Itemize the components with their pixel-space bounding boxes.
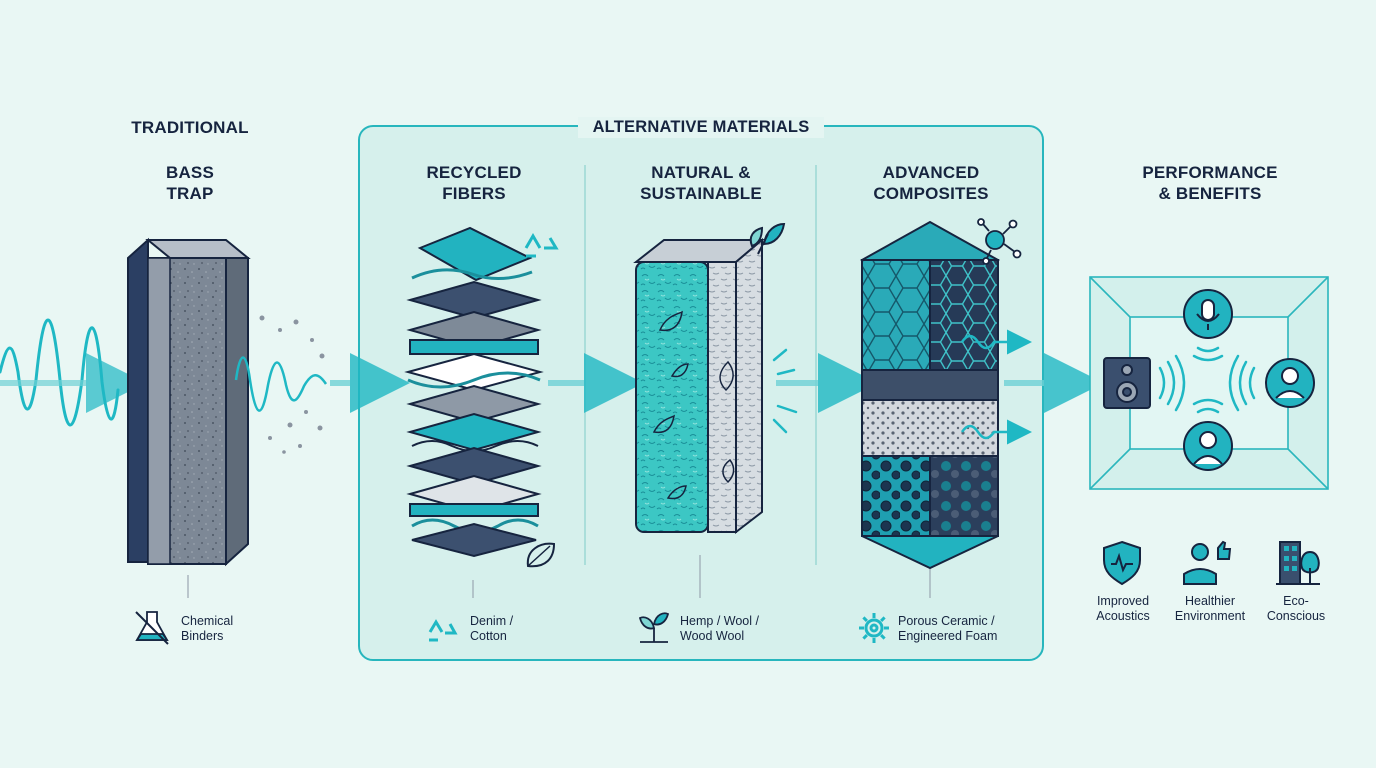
speaker-icon (1103, 357, 1151, 409)
recycled-fibers-stack (404, 226, 544, 558)
natural-sustainable-title: NATURAL & SUSTAINABLE (640, 163, 762, 203)
composites-caption: Porous Ceramic / Engineered Foam (898, 614, 998, 643)
recycled-caption: Denim / Cotton (470, 614, 514, 643)
bass-trap-block (127, 237, 251, 567)
benefit-acoustics: Improved Acoustics (1096, 594, 1150, 623)
sprout-icon (638, 612, 670, 643)
building-tree-icon (1276, 541, 1320, 585)
benefit-eco: Eco- Conscious (1266, 594, 1326, 623)
flask-icon (135, 611, 169, 645)
reflected-wave (234, 356, 328, 412)
sprout-icon (749, 222, 786, 255)
sound-waves (1158, 346, 1256, 414)
molecule-icon (977, 218, 1022, 265)
natural-caption: Hemp / Wool / Wood Wool (680, 614, 759, 643)
performance-title: PERFORMANCE & BENEFITS (1142, 163, 1278, 203)
person-thumbs-up-icon (1183, 540, 1232, 585)
composite-block (859, 220, 1001, 570)
advanced-composites-title: ADVANCED COMPOSITES (873, 163, 989, 203)
emission-lines (772, 348, 798, 434)
bass-trap-title: BASS TRAP (165, 163, 215, 203)
recycle-icon (524, 233, 559, 258)
person-icon (1265, 358, 1315, 408)
benefit-environment: Healthier Environment (1174, 594, 1246, 623)
airflow-arrows (960, 329, 1032, 445)
gear-icon (859, 613, 889, 643)
traditional-title: TRADITIONAL (131, 118, 249, 137)
traditional-caption: Chemical Binders (181, 614, 234, 643)
recycled-fibers-title: RECYCLED FIBERS (426, 163, 522, 203)
particles (259, 315, 325, 454)
shield-wave-icon (1103, 540, 1141, 586)
leaf-icon (652, 310, 735, 500)
leaf-icon (526, 542, 556, 568)
recycle-icon (428, 619, 458, 642)
sound-wave-icon (0, 318, 120, 427)
alternatives-title: ALTERNATIVE MATERIALS (578, 117, 824, 138)
natural-material-block (633, 237, 765, 535)
listener-icon (1183, 421, 1233, 471)
microphone-icon (1183, 289, 1233, 339)
